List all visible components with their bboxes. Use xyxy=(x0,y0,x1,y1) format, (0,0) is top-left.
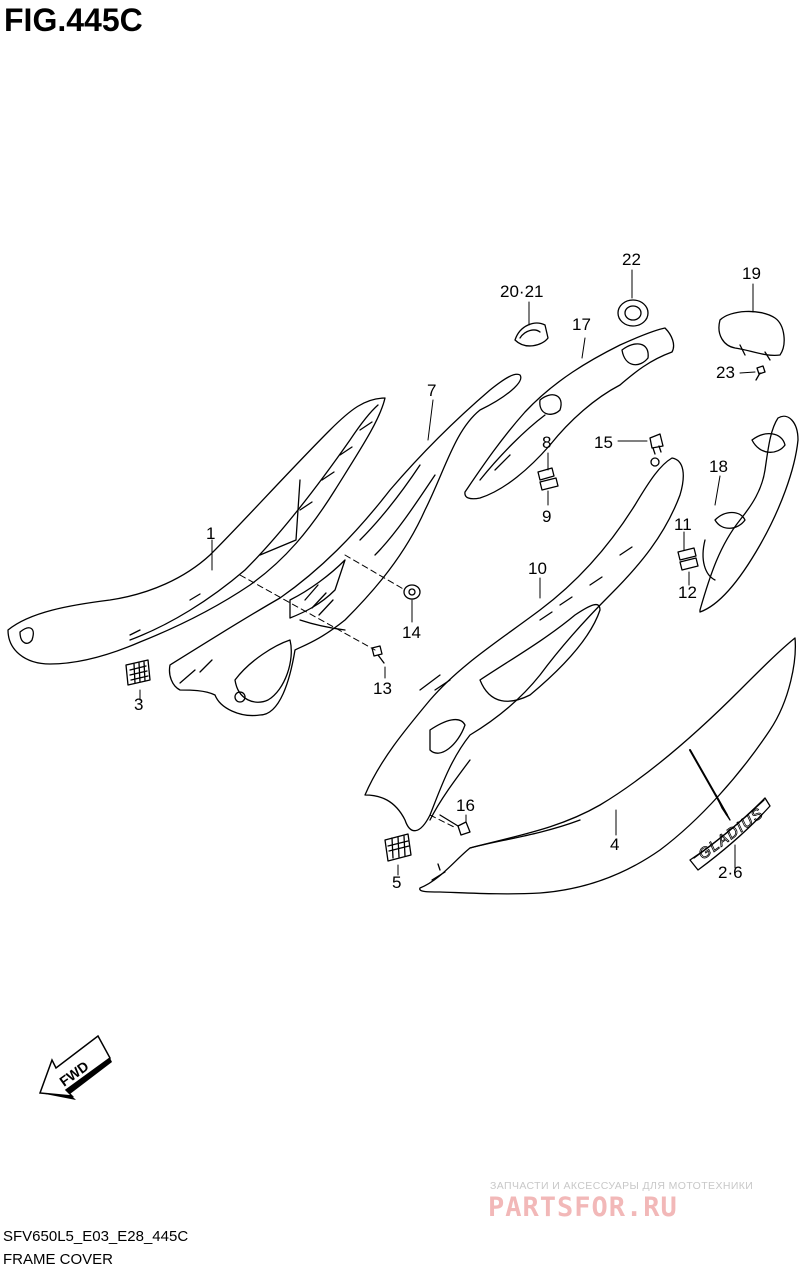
diagram-name: FRAME COVER xyxy=(3,1251,114,1268)
assembly-guide-lines xyxy=(239,554,457,829)
part-14-grommet xyxy=(403,584,421,600)
callout-20-21: 20·21 xyxy=(500,282,544,301)
fwd-arrow-icon: FWD xyxy=(38,1034,112,1100)
callout-13: 13 xyxy=(373,679,392,698)
callout-18: 18 xyxy=(709,457,728,476)
part-4-side-cover xyxy=(419,637,796,895)
part-18-rear-side-panel xyxy=(699,415,799,613)
callout-7: 7 xyxy=(427,381,437,400)
part-10-frame-cover-right xyxy=(364,457,684,832)
callout-10: 10 xyxy=(528,559,547,578)
callout-23: 23 xyxy=(716,363,735,382)
callout-22: 22 xyxy=(622,250,641,269)
part-13-screw xyxy=(371,645,385,664)
callout-14: 14 xyxy=(402,623,421,642)
callout-2-6: 2·6 xyxy=(718,863,743,882)
callout-4: 4 xyxy=(610,835,620,854)
part-7-frame-cover-inner xyxy=(168,373,522,717)
part-3-grille xyxy=(125,659,151,686)
part-2-6-emblem xyxy=(689,749,771,871)
callout-5: 5 xyxy=(392,873,402,892)
callout-1: 1 xyxy=(206,524,216,543)
callout-12: 12 xyxy=(678,583,697,602)
figure-title: FIG.445C xyxy=(4,2,143,38)
callout-15: 15 xyxy=(594,433,613,452)
part-5-grille xyxy=(384,833,412,862)
watermark-brand: PARTSFOR.RU xyxy=(488,1192,678,1223)
part-1-frame-cover-left xyxy=(7,397,386,665)
part-19-tail-cap xyxy=(718,310,785,361)
callout-11: 11 xyxy=(674,515,692,534)
part-11-rubber xyxy=(677,547,697,561)
part-22-grommet xyxy=(617,299,649,327)
part-17-rear-frame-cover xyxy=(464,327,675,500)
part-9-rubber xyxy=(539,477,559,491)
part-15-clip xyxy=(649,433,664,455)
leader-lines xyxy=(139,269,756,876)
part-12-rubber xyxy=(679,557,699,571)
callout-19: 19 xyxy=(742,264,761,283)
part-23-screw xyxy=(755,365,766,381)
part-8-rubber xyxy=(537,467,555,481)
diagram-code: SFV650L5_E03_E28_445C xyxy=(3,1228,189,1245)
part-20-21-cap xyxy=(514,322,549,347)
part-16-screw xyxy=(439,814,471,836)
callout-16: 16 xyxy=(456,796,475,815)
callout-9: 9 xyxy=(542,507,552,526)
callout-3: 3 xyxy=(134,695,144,714)
watermark-tagline: ЗАПЧАСТИ И АКСЕССУАРЫ ДЛЯ МОТОТЕХНИКИ xyxy=(490,1180,754,1192)
callout-17: 17 xyxy=(572,315,591,334)
callout-8: 8 xyxy=(542,433,552,452)
emblem-lettering: GLADIUS xyxy=(695,805,767,864)
